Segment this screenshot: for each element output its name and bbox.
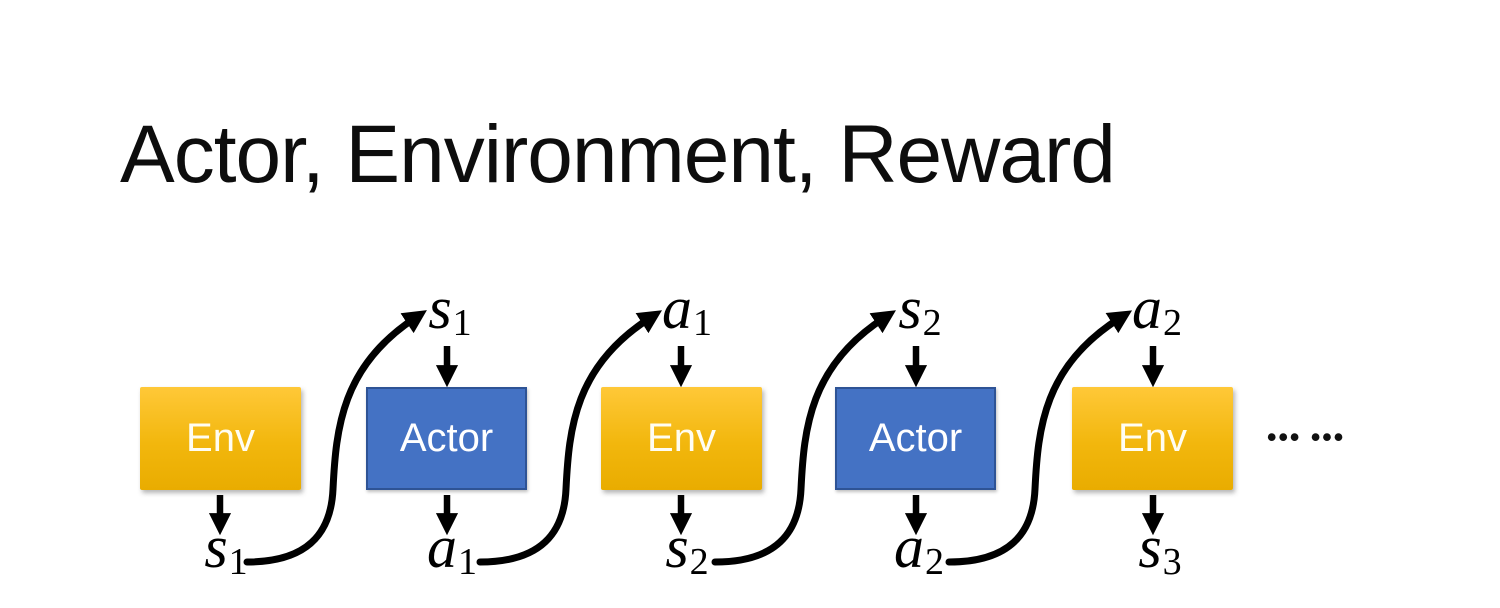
bottom-label-s3: s3 [1138, 514, 1182, 583]
box-label: Env [1118, 416, 1187, 460]
bottom-label-s2: s2 [665, 514, 709, 583]
actor-box-1: Actor [366, 387, 527, 490]
actor-box-2: Actor [835, 387, 996, 490]
top-label-a1: a1 [662, 275, 712, 344]
top-label-s1: s1 [428, 275, 472, 344]
bottom-label-a1: a1 [427, 514, 477, 583]
env-box-3: Env [1072, 387, 1233, 490]
ellipsis-dots: ••• ••• [1267, 422, 1346, 452]
box-label: Env [186, 416, 255, 460]
bottom-label-s1: s1 [204, 514, 248, 583]
top-label-s2: s2 [898, 275, 942, 344]
bottom-label-a2: a2 [894, 514, 944, 583]
slide-title: Actor, Environment, Reward [120, 109, 1116, 200]
env-box-2: Env [601, 387, 762, 490]
env-box-1: Env [140, 387, 301, 490]
top-label-a2: a2 [1132, 275, 1182, 344]
box-label: Actor [868, 416, 963, 460]
box-label: Env [647, 416, 716, 460]
box-label: Actor [399, 416, 494, 460]
